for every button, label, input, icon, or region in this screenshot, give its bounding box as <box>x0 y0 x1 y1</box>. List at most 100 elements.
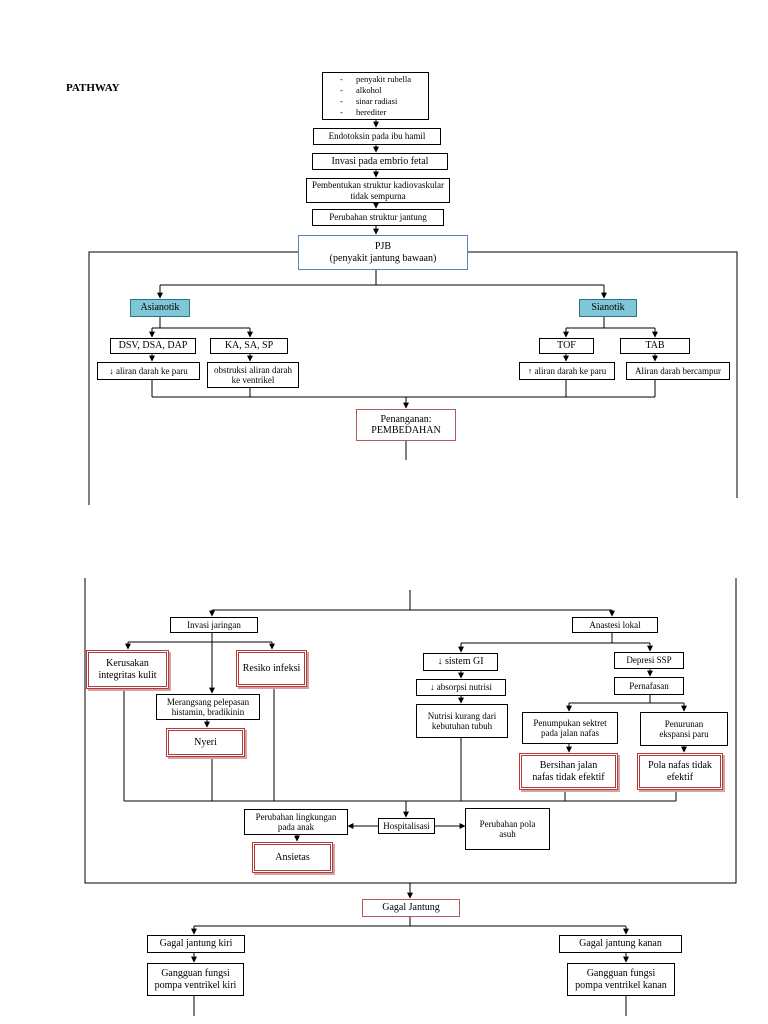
nutrisi-label-1: Nutrisi kurang dari <box>427 710 497 721</box>
pjb-label-2: (penyakit jantung bawaan) <box>329 252 437 264</box>
pjb-label-1: PJB <box>374 241 392 252</box>
aliran-turun-label: ↓ aliran darah ke paru <box>109 365 188 376</box>
resiko-infeksi-box: Resiko infeksi <box>236 650 307 687</box>
pola-label-2: efektif <box>666 771 694 783</box>
penanganan-box: Penanganan:PEMBEDAHAN <box>356 409 456 441</box>
pola-label-1: Pola nafas tidak <box>648 760 712 771</box>
anastesi-box: Anastesi lokal <box>572 617 658 633</box>
bersihan-label-2: nafas tidak efektif <box>532 771 605 783</box>
perubahan-struktur-label: Perubahan struktur jantung <box>329 212 427 223</box>
hospitalisasi-label: Hospitalisasi <box>383 820 430 831</box>
pola-asuh-label-2: asuh <box>499 829 516 839</box>
pathway-title: PATHWAY <box>66 82 120 94</box>
resiko-label: Resiko infeksi <box>242 662 301 674</box>
kerusakan-label-1: Kerusakan <box>106 658 149 669</box>
gagal-kiri-label: Gagal jantung kiri <box>159 938 233 950</box>
tof-box: TOF <box>539 338 594 354</box>
perubahan-struktur-box: Perubahan struktur jantung <box>312 209 444 226</box>
absorpsi-box: ↓ absorpsi nutrisi <box>416 679 506 696</box>
aliran-naik-box: ↑ aliran darah ke paru <box>519 362 615 380</box>
nyeri-box: Nyeri <box>166 728 245 757</box>
dsv-box: DSV, DSA, DAP <box>110 338 196 354</box>
penumpukan-label-1: Penumpukan sektret <box>533 717 607 728</box>
endotoksin-box: Endotoksin pada ibu hamil <box>313 128 441 145</box>
pembentukan-label-1: Pembentukan struktur kadiovaskular <box>312 180 444 191</box>
penurunan-label-2: ekspansi paru <box>659 729 709 739</box>
ka-label: KA, SA, SP <box>224 340 274 352</box>
penanganan-label-1: Penanganan: <box>380 413 432 425</box>
invasi-jaringan-label: Invasi jaringan <box>187 619 241 630</box>
merangsang-label-1: Merangsang pelepasan <box>166 696 250 707</box>
aliran-campur-label: Aliran darah bercampur <box>635 365 721 376</box>
cause-item: sinar radiasi <box>340 96 411 107</box>
sianotik-box: Sianotik <box>579 299 637 317</box>
asianotik-box: Asianotik <box>130 299 190 317</box>
dsv-label: DSV, DSA, DAP <box>118 340 188 352</box>
ansietas-box: Ansietas <box>252 842 333 873</box>
penurunan-label-1: Penurunan <box>664 718 704 729</box>
causes-box: penyakit rubella alkohol sinar radiasi h… <box>322 72 429 120</box>
gangguan-kiri-label-2: pompa ventrikel kiri <box>154 979 237 991</box>
ka-box: KA, SA, SP <box>210 338 288 354</box>
gagal-kanan-label: Gagal jantung kanan <box>579 938 662 950</box>
invasi-embrio-label: Invasi pada embrio fetal <box>331 155 429 167</box>
gangguan-kanan-label-2: pompa ventrikel kanan <box>575 979 667 991</box>
absorpsi-label: ↓ absorpsi nutrisi <box>430 682 492 693</box>
depresi-label: Depresi SSP <box>626 655 672 666</box>
merangsang-label-2: histamin, bradikinin <box>171 707 245 717</box>
gangguan-kiri-label-1: Gangguan fungsi <box>161 968 230 979</box>
gagal-jantung-label: Gagal Jantung <box>382 902 440 914</box>
tab-label: TAB <box>645 340 665 352</box>
pjb-box: PJB(penyakit jantung bawaan) <box>298 235 468 270</box>
nyeri-label: Nyeri <box>194 736 217 748</box>
sianotik-label: Sianotik <box>591 302 625 314</box>
lingkungan-label-2: pada anak <box>277 822 315 832</box>
asianotik-label: Asianotik <box>140 302 180 314</box>
ansietas-label: Ansietas <box>275 851 310 863</box>
gagal-kiri-box: Gagal jantung kiri <box>147 935 245 953</box>
cause-item: alkohol <box>340 85 411 96</box>
pernafasan-label: Pernafasan <box>629 680 669 691</box>
cause-item: penyakit rubella <box>340 74 411 85</box>
bersihan-label-1: Bersihan jalan <box>539 760 598 771</box>
pembentukan-label-2: tidak sempurna <box>350 190 406 201</box>
penanganan-label-2: PEMBEDAHAN <box>371 425 441 436</box>
kerusakan-label-2: integritas kulit <box>98 669 157 681</box>
sistem-gi-box: ↓ sistem GI <box>423 653 498 671</box>
anastesi-label: Anastesi lokal <box>589 619 641 630</box>
lingkungan-label-1: Perubahan lingkungan <box>255 811 337 822</box>
depresi-box: Depresi SSP <box>614 652 684 669</box>
aliran-campur-box: Aliran darah bercampur <box>626 362 730 380</box>
nutrisi-label-2: kebutuhan tubuh <box>431 721 493 731</box>
gagal-jantung-box: Gagal Jantung <box>362 899 460 917</box>
pernafasan-box: Pernafasan <box>614 677 684 695</box>
gangguan-kanan-label-1: Gangguan fungsi <box>586 968 656 979</box>
pola-asuh-label-1: Perubahan pola <box>479 818 536 829</box>
hospitalisasi-box: Hospitalisasi <box>378 818 435 834</box>
endotoksin-label: Endotoksin pada ibu hamil <box>328 131 426 142</box>
obstruksi-label-2: ke ventrikel <box>231 375 275 385</box>
invasi-embrio-box: Invasi pada embrio fetal <box>312 153 448 170</box>
aliran-turun-box: ↓ aliran darah ke paru <box>97 362 200 380</box>
tab-box: TAB <box>620 338 690 354</box>
invasi-jaringan-box: Invasi jaringan <box>170 617 258 633</box>
cause-item: herediter <box>340 107 411 118</box>
sistem-gi-label: ↓ sistem GI <box>437 656 484 668</box>
tof-label: TOF <box>557 340 576 352</box>
obstruksi-label-1: obstruksi aliran darah <box>214 364 292 375</box>
penumpukan-label-2: pada jalan nafas <box>541 728 599 738</box>
aliran-naik-label: ↑ aliran darah ke paru <box>527 365 607 376</box>
